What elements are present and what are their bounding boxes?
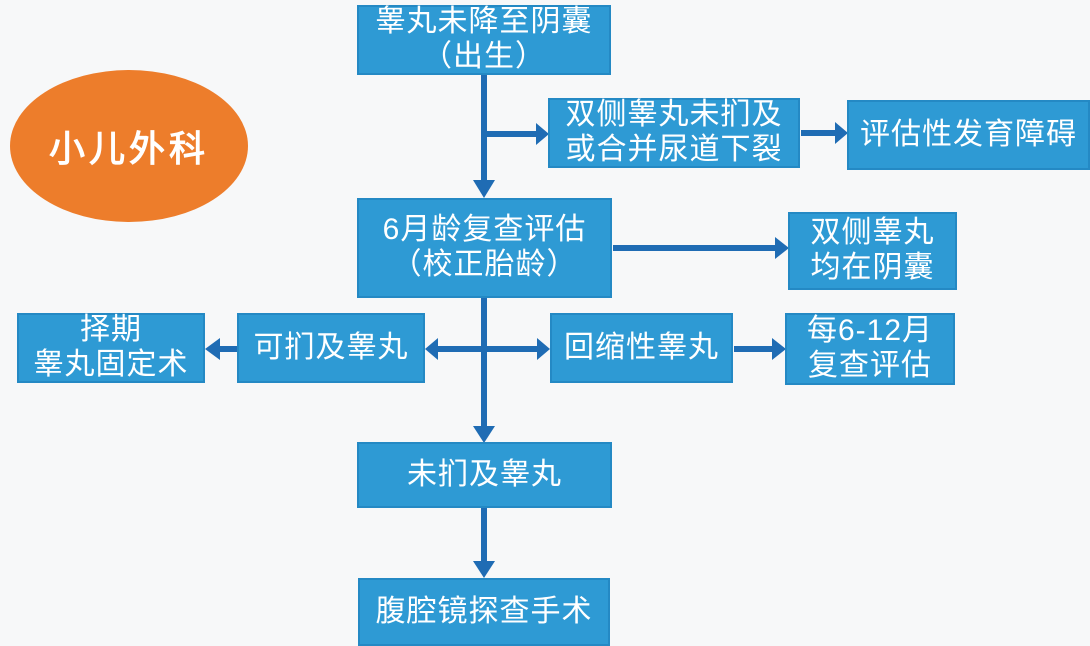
arrow-palpable-to-elective (205, 338, 237, 360)
arrow-recheck-to-nonpalpable (473, 298, 495, 443)
arrow-branch-to-bilateral (484, 123, 549, 145)
arrow-birth-to-recheck (473, 75, 495, 198)
node-elective-orchiopexy: 择期 睾丸固定术 (17, 313, 205, 383)
node-palpable-testis: 可扪及睾丸 (237, 313, 425, 383)
node-dsd-evaluation: 评估性发育障碍 (847, 100, 1090, 170)
node-retractile-testis: 回缩性睾丸 (550, 313, 733, 383)
node-birth-undescended: 睾丸未降至阴囊 （出生） (357, 5, 611, 75)
arrow-cross-to-palpable-and-retractile (425, 338, 550, 360)
department-badge: 小儿外科 (10, 70, 248, 222)
node-bilateral-nonpalpable: 双侧睾丸未扪及 或合并尿道下裂 (548, 98, 800, 168)
arrow-recheck-to-scrotum (613, 237, 789, 259)
node-recheck-6-months: 6月龄复查评估 （校正胎龄） (357, 198, 612, 298)
node-nonpalpable-testis: 未扪及睾丸 (357, 442, 612, 508)
node-laparoscopic-surgery: 腹腔镜探查手术 (358, 578, 610, 646)
arrow-retractile-to-periodic (734, 338, 786, 360)
node-both-in-scrotum: 双侧睾丸 均在阴囊 (788, 212, 957, 290)
node-periodic-review: 每6-12月 复查评估 (785, 313, 955, 385)
arrow-nonpalpable-to-laparoscopy (473, 508, 495, 578)
arrow-bilateral-to-dsd (801, 122, 848, 144)
